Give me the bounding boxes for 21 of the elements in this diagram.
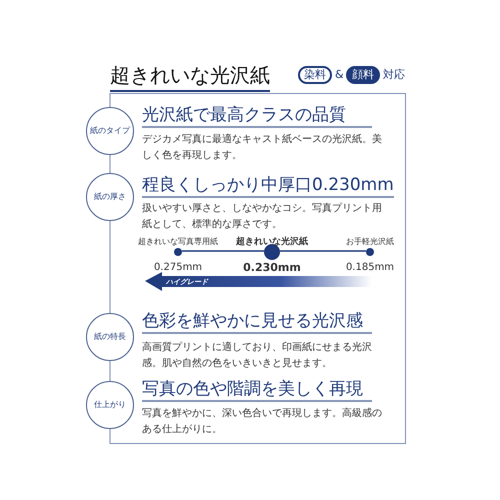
tag-pill: 顔料	[346, 66, 380, 84]
section-description: デジカメ写真に最適なキャスト紙ベースの光沢紙。美しく色を再現します。	[142, 132, 383, 163]
section-heading: 色彩を鮮やかに見せる光沢感	[142, 310, 372, 334]
title: 超きれいな光沢紙	[110, 62, 270, 92]
paper-name: 超きれいな写真専用紙	[138, 236, 218, 248]
section-heading: 光沢紙で最高クラスの品質	[142, 104, 372, 128]
scale-line	[182, 250, 264, 252]
thickness-value: 0.230mm	[243, 260, 301, 276]
section-description: 写真を鮮やかに、深い色合いで再現します。高級感のある仕上がりに。	[142, 406, 383, 437]
thickness-value: 0.185mm	[346, 261, 394, 275]
section-heading: 程良くしっかり中厚口0.230mm	[142, 174, 394, 198]
thickness-value: 0.275mm	[154, 261, 202, 275]
section-heading: 写真の色や階調を美しく再現	[142, 378, 372, 402]
scale-line	[280, 250, 366, 252]
section-description: 扱いやすい厚さと、しなやかなコシ。写真プリント用紙として、標準的な厚さです。	[142, 202, 383, 232]
tag-pill: 染料	[298, 66, 332, 84]
paper-name: 超きれいな光沢紙	[236, 236, 308, 249]
caption-text: &	[335, 67, 344, 83]
caption-text: 対応	[383, 67, 405, 83]
paper-name: お手軽光沢紙	[346, 236, 394, 248]
section-description: 高画質プリントに適しており、印画紙にせまる光沢感。肌や自然の色をいきいきと見せます。	[142, 340, 373, 371]
